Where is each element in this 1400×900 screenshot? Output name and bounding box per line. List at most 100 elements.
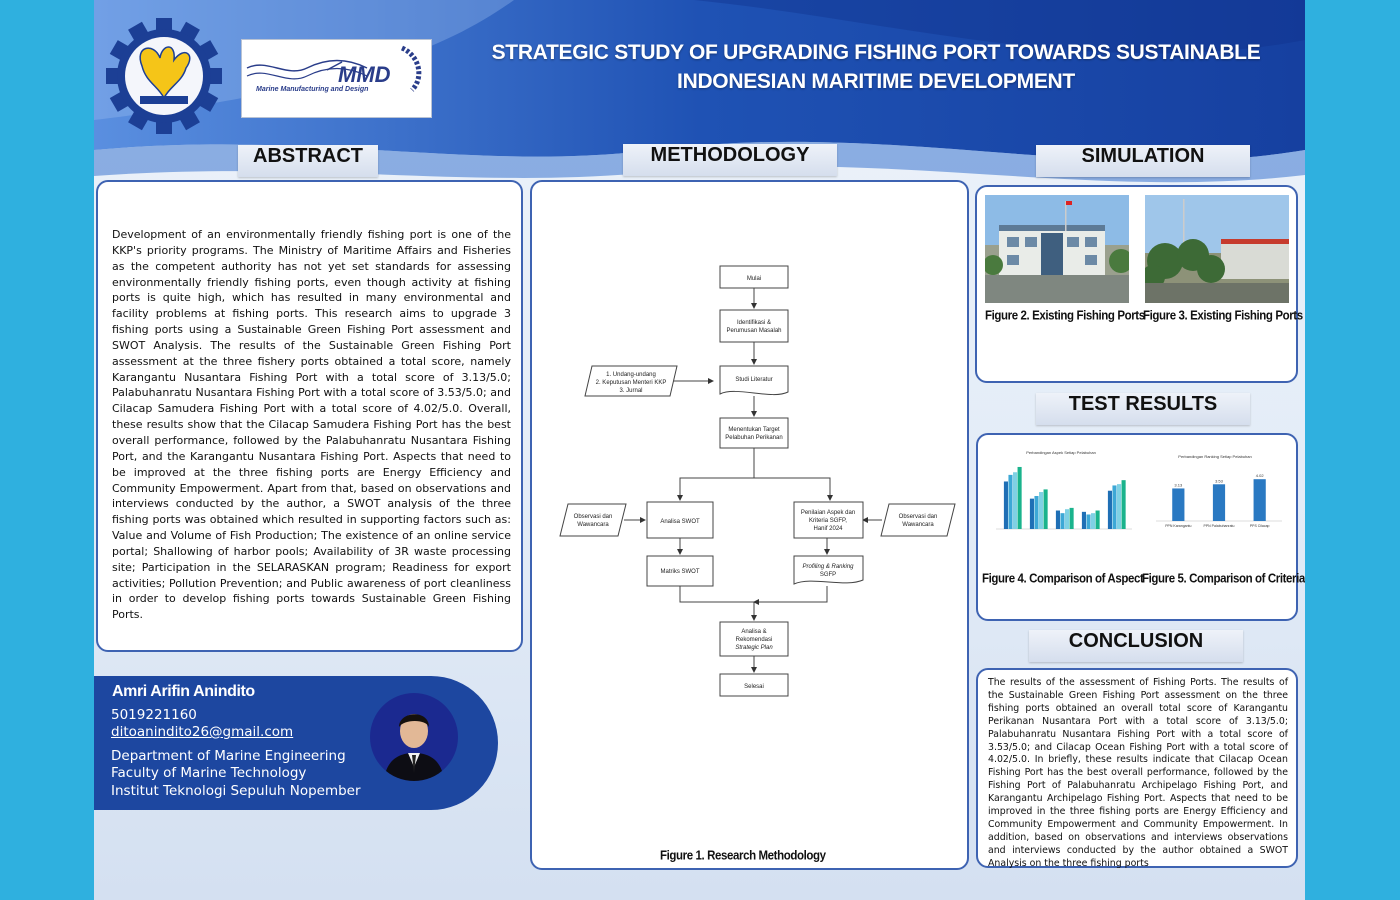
chart1-bar bbox=[1013, 472, 1018, 529]
author-name: Amri Arifin Anindito bbox=[112, 683, 255, 700]
chart2-bar bbox=[1212, 484, 1226, 521]
chart1-bar bbox=[1107, 490, 1112, 529]
flow-start bbox=[719, 265, 789, 289]
flow-aspect bbox=[793, 501, 864, 539]
chart2-title: Perbandingan Ranking Setiap Pelabuhan bbox=[1178, 454, 1251, 459]
chart1-bar bbox=[1117, 484, 1122, 529]
flow-analysis-label-1: Analisa & bbox=[741, 629, 766, 635]
flow-references bbox=[584, 365, 678, 397]
chart1-bar bbox=[1039, 492, 1044, 529]
figure-5-caption: Figure 5. Comparison of Criteria bbox=[1142, 572, 1305, 586]
flow-aspect-label-1: Penilaian Aspek dan bbox=[801, 510, 855, 516]
chart1-bar bbox=[1121, 480, 1126, 529]
flow-target-label-1: Menentukan Target bbox=[728, 427, 780, 433]
conclusion-text: The results of the assessment of Fishing… bbox=[988, 677, 1288, 869]
flow-profiling-label-2: SGFP bbox=[820, 572, 836, 578]
flow-analysis-label-2: Rekomendasi bbox=[736, 637, 773, 643]
research-flowchart: Mulai Identifikasi & Perumusan Masalah 1… bbox=[559, 265, 956, 697]
chart1-bar bbox=[1034, 496, 1039, 529]
methodology-heading: METHODOLOGY bbox=[623, 144, 837, 176]
chart2-bar bbox=[1172, 488, 1185, 521]
flow-identify-label-1: Identifikasi & bbox=[737, 320, 771, 326]
flow-start-label: Mulai bbox=[747, 276, 761, 282]
abstract-box: Development of an environmentally friend… bbox=[96, 180, 523, 652]
author-id: 5019221160 bbox=[111, 707, 197, 723]
flow-target-label-2: Pelabuhan Perikanan bbox=[725, 435, 782, 441]
flow-refs-label-3: 3. Jurnal bbox=[619, 388, 642, 394]
chart2-category-label: PPS Cilacap bbox=[1250, 524, 1270, 528]
simulation-box: Figure 2. Existing Fishing Ports Figure … bbox=[975, 185, 1303, 383]
flow-literature-label: Studi Literatur bbox=[735, 377, 772, 383]
chart1-bar bbox=[1081, 511, 1086, 529]
flow-matrix-label: Matriks SWOT bbox=[661, 569, 700, 575]
test-results-heading: TEST RESULTS bbox=[1036, 393, 1250, 425]
flow-observation-right bbox=[880, 503, 956, 537]
flow-finish bbox=[719, 673, 789, 697]
chart1-bar bbox=[1069, 507, 1074, 529]
existing-port-photo-2 bbox=[1145, 195, 1289, 303]
abstract-text: Development of an environmentally friend… bbox=[112, 228, 511, 622]
criteria-comparison-chart: Perbandingan Ranking Setiap Pelabuhan 3.… bbox=[1144, 451, 1286, 537]
conclusion-heading: CONCLUSION bbox=[1029, 630, 1243, 662]
methodology-box: Mulai Identifikasi & Perumusan Masalah 1… bbox=[530, 180, 969, 870]
flow-swot bbox=[646, 501, 714, 539]
chart1-bar bbox=[1112, 485, 1117, 529]
chart2-data-label: 3.13 bbox=[1174, 482, 1183, 487]
mmd-brand: MMD bbox=[338, 62, 391, 87]
mmd-subtitle: Marine Manufacturing and Design bbox=[256, 86, 369, 93]
flow-identify-label-2: Perumusan Masalah bbox=[726, 328, 781, 334]
chart2-category-label: PPN Karangantu bbox=[1165, 524, 1191, 528]
flow-obs-left-label-2: Wawancara bbox=[577, 522, 609, 528]
flow-finish-label: Selesai bbox=[744, 684, 764, 690]
aspect-comparison-chart: Perbandingan Aspek Setiap Pelabuhan bbox=[986, 447, 1136, 547]
poster-title: STRATEGIC STUDY OF UPGRADING FISHING POR… bbox=[476, 38, 1276, 96]
chart1-title: Perbandingan Aspek Setiap Pelabuhan bbox=[1026, 450, 1096, 455]
flow-profiling-label-1: Profiling & Ranking bbox=[802, 564, 854, 570]
mmd-lab-logo: MMD Marine Manufacturing and Design bbox=[241, 39, 432, 118]
flow-profiling bbox=[793, 555, 864, 585]
author-email-link[interactable]: ditoanindito26@gmail.com bbox=[111, 724, 294, 740]
figure-4-caption: Figure 4. Comparison of Aspect bbox=[982, 572, 1144, 586]
conclusion-box: The results of the assessment of Fishing… bbox=[976, 668, 1298, 869]
chart1-bar bbox=[1029, 498, 1034, 529]
flow-obs-right-label-2: Wawancara bbox=[902, 522, 934, 528]
chart2-data-label: 4.02 bbox=[1256, 473, 1265, 478]
chart2-bar bbox=[1253, 479, 1266, 521]
flow-matrix bbox=[646, 555, 714, 587]
flow-observation-left bbox=[559, 503, 627, 537]
flow-refs-label-2: 2. Keputusan Menteri KKP bbox=[596, 380, 667, 386]
chart1-bar bbox=[1003, 481, 1008, 529]
simulation-heading: SIMULATION bbox=[1036, 145, 1250, 177]
title-line-2: INDONESIAN MARITIME DEVELOPMENT bbox=[677, 70, 1075, 93]
title-line-1: STRATEGIC STUDY OF UPGRADING FISHING POR… bbox=[491, 41, 1261, 64]
figure-2-caption: Figure 2. Existing Fishing Ports bbox=[985, 309, 1145, 323]
chart1-bar bbox=[1055, 510, 1060, 529]
flow-aspect-label-2: Kriteria SGFP, bbox=[809, 518, 847, 524]
flow-refs-label-1: 1. Undang-undang bbox=[606, 372, 656, 378]
flow-aspect-label-3: Hanif 2024 bbox=[813, 526, 843, 532]
flow-literature bbox=[719, 365, 789, 396]
chart1-bar bbox=[1060, 513, 1065, 529]
chart1-bar bbox=[1043, 489, 1048, 529]
chart1-bar bbox=[1008, 474, 1013, 529]
chart2-data-label: 3.53 bbox=[1215, 478, 1224, 483]
author-institute: Institut Teknologi Sepuluh Nopember bbox=[111, 783, 361, 799]
abstract-heading: ABSTRACT bbox=[238, 145, 378, 177]
poster: MMD Marine Manufacturing and Design STRA… bbox=[94, 0, 1305, 900]
author-photo bbox=[370, 693, 458, 781]
chart1-bar bbox=[1095, 510, 1100, 529]
chart1-bar bbox=[1065, 509, 1070, 529]
flow-swot-label: Analisa SWOT bbox=[660, 519, 700, 525]
flow-identify bbox=[719, 309, 789, 343]
chart1-bar bbox=[1086, 514, 1091, 529]
test-results-box: Perbandingan Aspek Setiap Pelabuhan Perb… bbox=[976, 433, 1305, 621]
flow-target bbox=[719, 417, 789, 449]
author-department: Department of Marine Engineering bbox=[111, 748, 346, 764]
chart1-bar bbox=[1091, 513, 1096, 529]
figure-1-caption: Figure 1. Research Methodology bbox=[660, 849, 826, 863]
chart1-bar bbox=[1017, 466, 1022, 529]
author-faculty: Faculty of Marine Technology bbox=[111, 765, 307, 781]
flow-analysis bbox=[719, 621, 789, 657]
flow-obs-right-label-1: Observasi dan bbox=[899, 514, 938, 520]
flow-obs-left-label-1: Observasi dan bbox=[574, 514, 613, 520]
